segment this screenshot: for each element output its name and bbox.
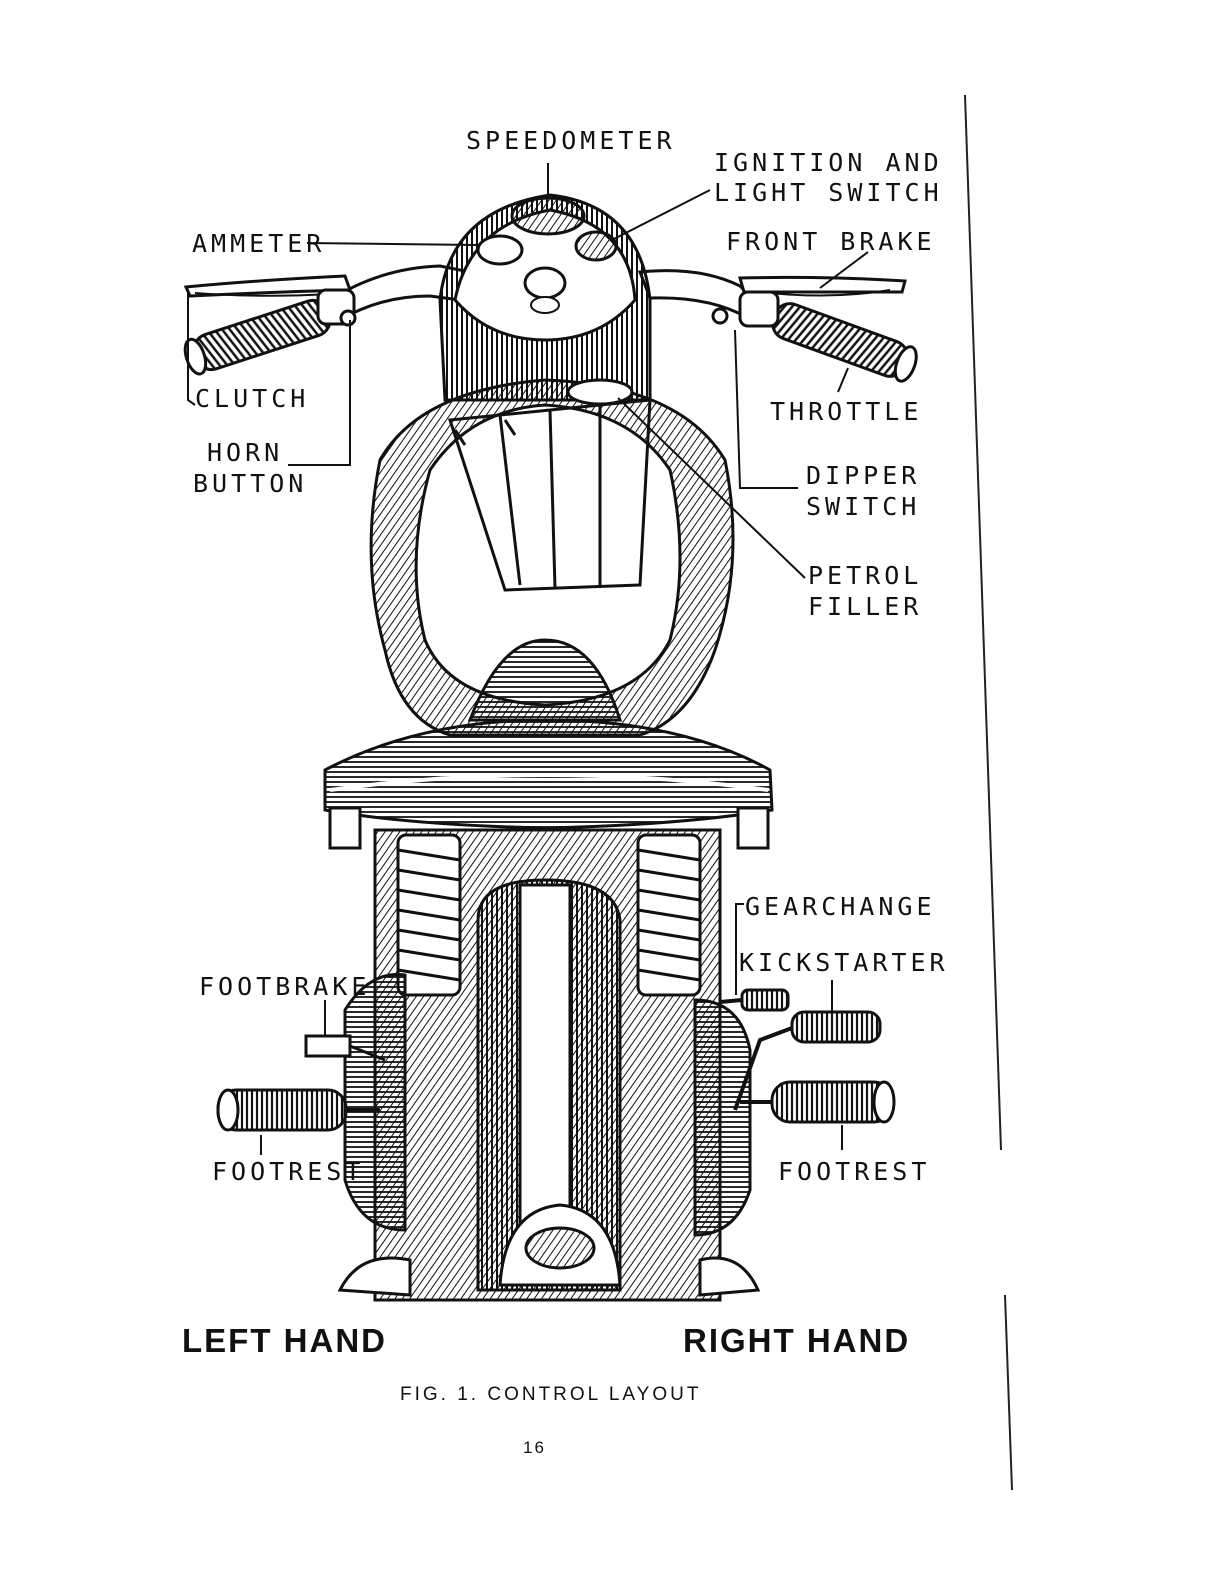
label-clutch: CLUTCH [195,384,309,414]
label-footrest-right: FOOTREST [778,1157,930,1187]
petrol-filler-cap [568,380,632,404]
label-footbrake: FOOTBRAKE [199,972,370,1002]
right-rear-spring [638,835,700,995]
left-switch-housing [318,290,355,325]
label-dipper-line1: DIPPER [806,461,920,491]
label-horn-line2: BUTTON [193,469,307,499]
ammeter-dial [478,236,522,264]
label-petrol-line2: FILLER [808,592,922,622]
label-throttle: THROTTLE [770,397,922,427]
label-ignition-line2: LIGHT SWITCH [714,178,943,208]
ignition-switch [576,232,616,260]
gearchange-lever [720,990,788,1010]
figure-caption: FIG. 1. CONTROL LAYOUT [400,1384,701,1406]
label-dipper-line2: SWITCH [806,492,920,522]
left-hand-heading: LEFT HAND [182,1322,387,1360]
speedometer-dial [512,198,584,234]
page-number: 16 [523,1438,546,1458]
label-footrest-left: FOOTREST [212,1157,364,1187]
label-gearchange: GEARCHANGE [745,892,936,922]
label-kickstarter: KICKSTARTER [739,948,949,978]
headlamp-nacelle [440,195,650,400]
label-ammeter: AMMETER [192,229,325,259]
left-rear-spring [398,835,460,995]
label-horn-line1: HORN [207,438,283,468]
left-grip [181,296,334,376]
right-hand-heading: RIGHT HAND [683,1322,910,1360]
page-edge-lines [965,95,1012,1490]
right-grip [768,299,920,384]
right-footrest-peg [740,1082,894,1122]
label-speedometer: SPEEDOMETER [466,126,676,156]
label-front-brake: FRONT BRAKE [726,227,936,257]
label-ignition-line1: IGNITION AND [714,148,943,178]
label-petrol-line1: PETROL [808,561,922,591]
